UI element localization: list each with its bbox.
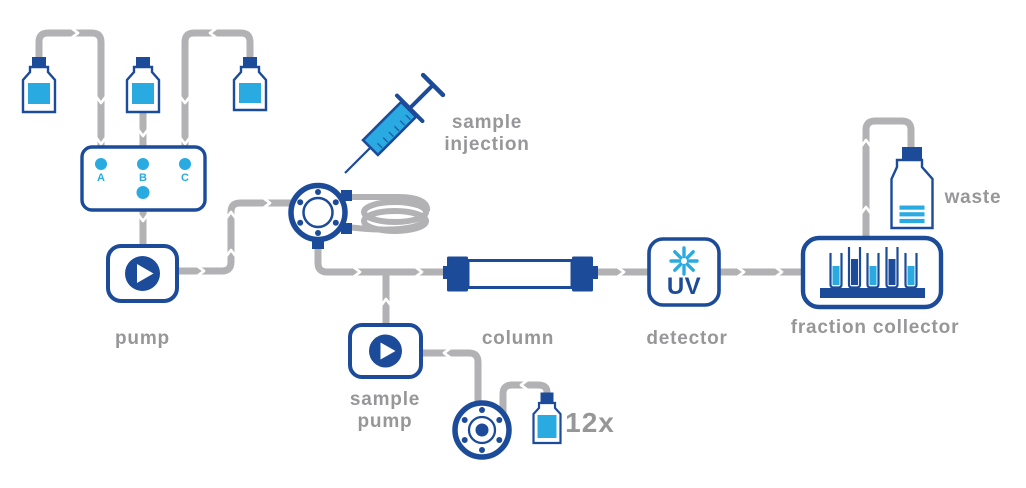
play-icon bbox=[369, 334, 402, 368]
valve-center-dot bbox=[475, 423, 489, 437]
uv-starburst-icon bbox=[669, 246, 699, 276]
tube-bottle-to-sample-valve bbox=[499, 381, 551, 413]
tubing-network bbox=[35, 29, 915, 413]
tube-buffer-c bbox=[181, 29, 254, 150]
tube-rack-base bbox=[820, 288, 925, 298]
fraction-collector-label: fraction collector bbox=[790, 317, 960, 338]
liquid bbox=[132, 83, 154, 104]
outlet-port bbox=[136, 186, 150, 199]
flow-arrows bbox=[70, 27, 872, 391]
port-c-label: C bbox=[181, 172, 189, 184]
buffer-inlet-manifold bbox=[80, 145, 207, 212]
buffer-bottle-a bbox=[21, 57, 57, 114]
sample-count-label: 12x bbox=[565, 407, 615, 438]
bottle-cap bbox=[243, 57, 257, 67]
inlet-port-b bbox=[137, 158, 149, 170]
uv-detector bbox=[647, 237, 721, 307]
sample-inlet-valve bbox=[452, 400, 512, 460]
inlet-port-a bbox=[95, 158, 107, 170]
tube-valve-to-column bbox=[314, 244, 443, 276]
sample-loop-coil bbox=[346, 194, 431, 234]
tube-buffer-a bbox=[35, 29, 105, 150]
liquid bbox=[537, 415, 557, 438]
label-stripes bbox=[899, 205, 925, 224]
liquid bbox=[239, 83, 261, 103]
waste-bottle bbox=[890, 147, 934, 230]
pump-label: pump bbox=[115, 328, 170, 349]
buffer-bottle-b bbox=[125, 57, 161, 114]
fraction-collector bbox=[800, 235, 944, 310]
inlet-port-c bbox=[179, 158, 191, 170]
valve-port-dots bbox=[461, 407, 503, 453]
bottle-cap bbox=[32, 57, 46, 67]
syringe-icon bbox=[344, 72, 446, 174]
detector-label: detector bbox=[646, 328, 728, 349]
bottle-cap bbox=[136, 57, 150, 67]
sample-bottle-12x bbox=[532, 392, 562, 445]
test-tubes bbox=[829, 247, 918, 289]
injection-valve bbox=[288, 182, 352, 249]
valve-port-dots bbox=[297, 189, 339, 236]
buffer-bottle-c bbox=[232, 57, 268, 112]
play-icon bbox=[125, 256, 160, 291]
tube-collector-to-waste bbox=[862, 117, 915, 238]
sample-injection-label: sample injection bbox=[444, 112, 530, 155]
column-label: column bbox=[481, 328, 555, 349]
port-a-label: A bbox=[97, 172, 105, 184]
liquid bbox=[28, 83, 50, 104]
port-b-label: B bbox=[139, 172, 147, 184]
waste-label: waste bbox=[944, 187, 1002, 208]
sample-pump bbox=[348, 323, 423, 379]
uv-detector-text: UV bbox=[666, 273, 702, 300]
tube-pump-to-injection-valve bbox=[177, 199, 294, 275]
tube-valve-to-sample-pump bbox=[421, 349, 482, 406]
sample-pump-label: sample pump bbox=[349, 389, 421, 432]
syringe-ticks bbox=[376, 114, 411, 149]
column bbox=[443, 256, 598, 292]
bottle-cap bbox=[540, 392, 554, 403]
pump bbox=[106, 244, 179, 303]
bottle-cap bbox=[902, 147, 922, 160]
